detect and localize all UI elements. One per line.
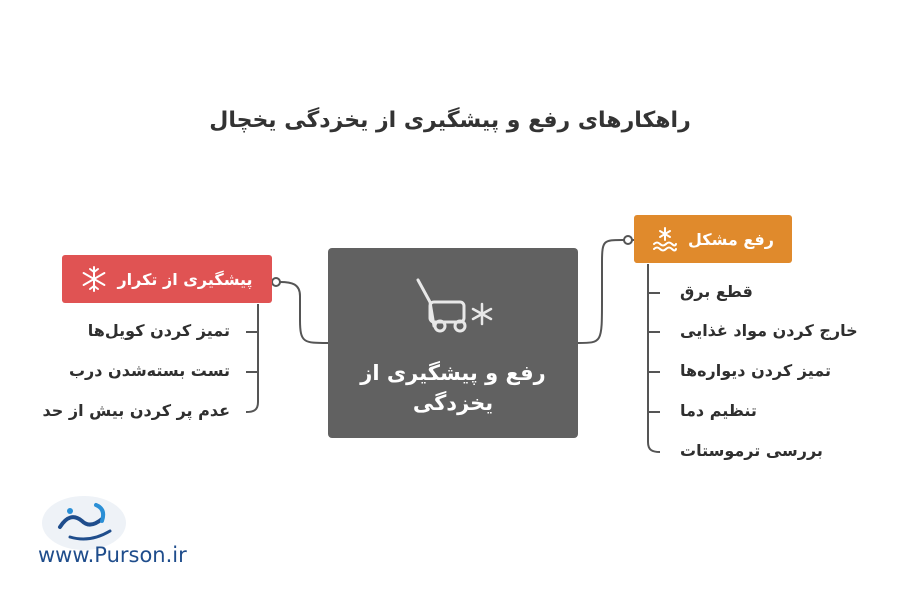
fix-item-3: تمیز کردن دیواره‌ها (680, 361, 831, 380)
fix-item-5: بررسی ترموستات (680, 441, 823, 460)
central-topic-label: رفع و پیشگیری از یخزدگی (338, 358, 568, 418)
central-topic-line-2: یخزدگی (412, 391, 494, 415)
branch-fix-problem: رفع مشکل (634, 215, 792, 263)
connector-center-left (272, 281, 329, 344)
left-spine (245, 304, 259, 413)
fix-item-2: خارج کردن مواد غذایی (680, 321, 858, 340)
connector-center-right (577, 239, 634, 344)
connector-dot-left (271, 277, 281, 287)
purson-logo-mark (42, 496, 126, 550)
purson-logo[interactable]: www.Purson.ir (38, 493, 238, 579)
branch-fix-problem-label: رفع مشکل (688, 229, 774, 249)
diagram-title: راهکارهای رفع و پیشگیری از یخزدگی یخچال (209, 108, 691, 133)
prevent-item-1: تمیز کردن کویل‌ها (87, 321, 230, 340)
branch-prevent-recurrence: پیشگیری از تکرار (62, 255, 272, 303)
water-snowflake-icon (653, 227, 678, 252)
fridge-snowflake-icon (416, 278, 493, 333)
prevent-item-2: تست بسته‌شدن درب (68, 361, 230, 380)
fix-item-1: قطع برق (680, 282, 753, 301)
connector-dot-right (623, 235, 633, 245)
right-spine (647, 264, 661, 453)
purson-url[interactable]: www.Purson.ir (38, 543, 187, 567)
central-topic-line-1: رفع و پیشگیری از (360, 361, 546, 385)
fix-item-4: تنظیم دما (680, 401, 757, 420)
snowflake-icon (83, 266, 106, 292)
central-topic: رفع و پیشگیری از یخزدگی (328, 248, 578, 438)
prevent-item-3: عدم پر کردن بیش از حد (42, 401, 230, 420)
branch-prevent-recurrence-label: پیشگیری از تکرار (117, 269, 253, 289)
